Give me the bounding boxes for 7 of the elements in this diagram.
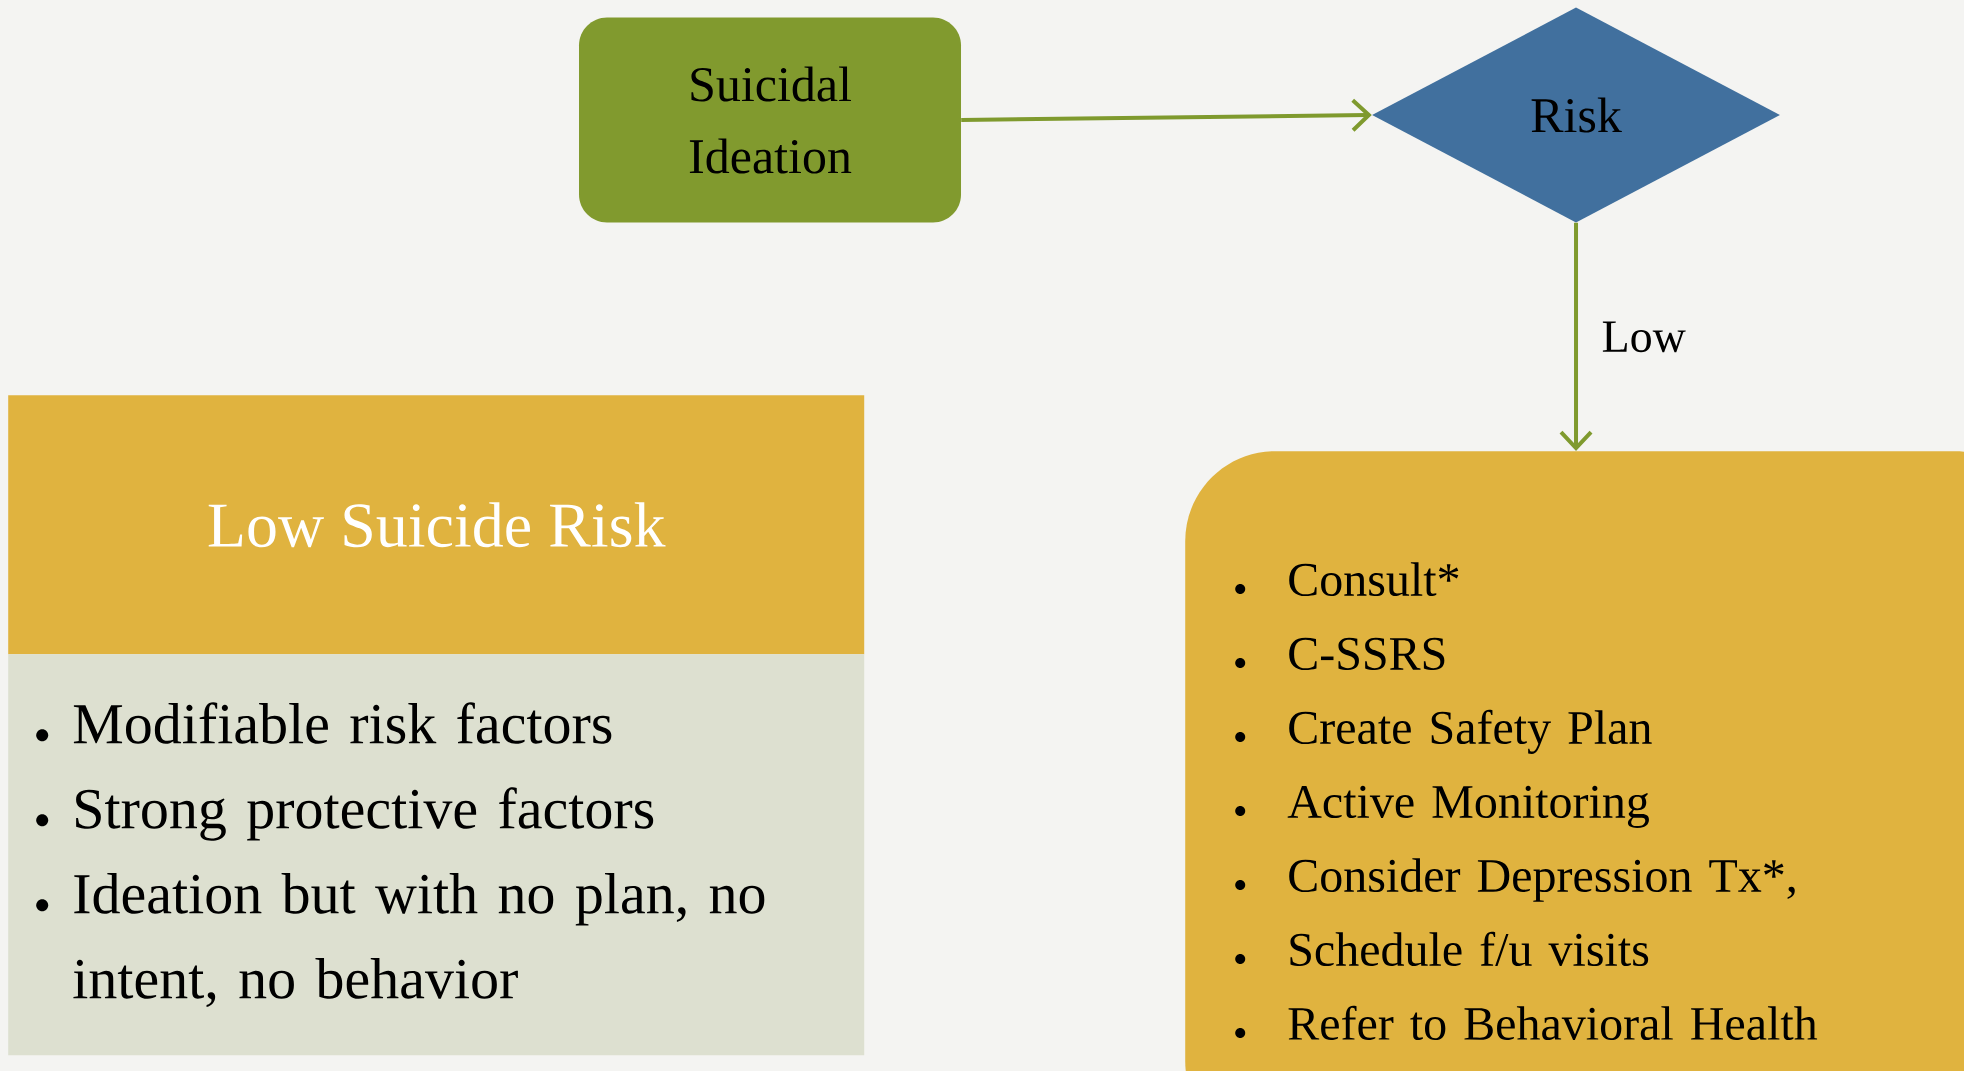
header-box: Low Suicide Risk xyxy=(8,395,865,655)
process-box: Suicidal Ideation xyxy=(579,17,961,223)
action-box: Consult* C-SSRS Create Safety Plan Active Monitoring Consider Depression Tx*, Schedule f/u visits Refer to Behavioral Health xyxy=(1185,451,1964,1071)
arrow xyxy=(961,98,1372,132)
edge-label: Low xyxy=(1598,318,1690,356)
text-panel: Modifiable risk factors Strong protective factors Ideation but with no plan, no intent, no behavior xyxy=(8,654,865,1056)
arrow xyxy=(1559,222,1593,451)
